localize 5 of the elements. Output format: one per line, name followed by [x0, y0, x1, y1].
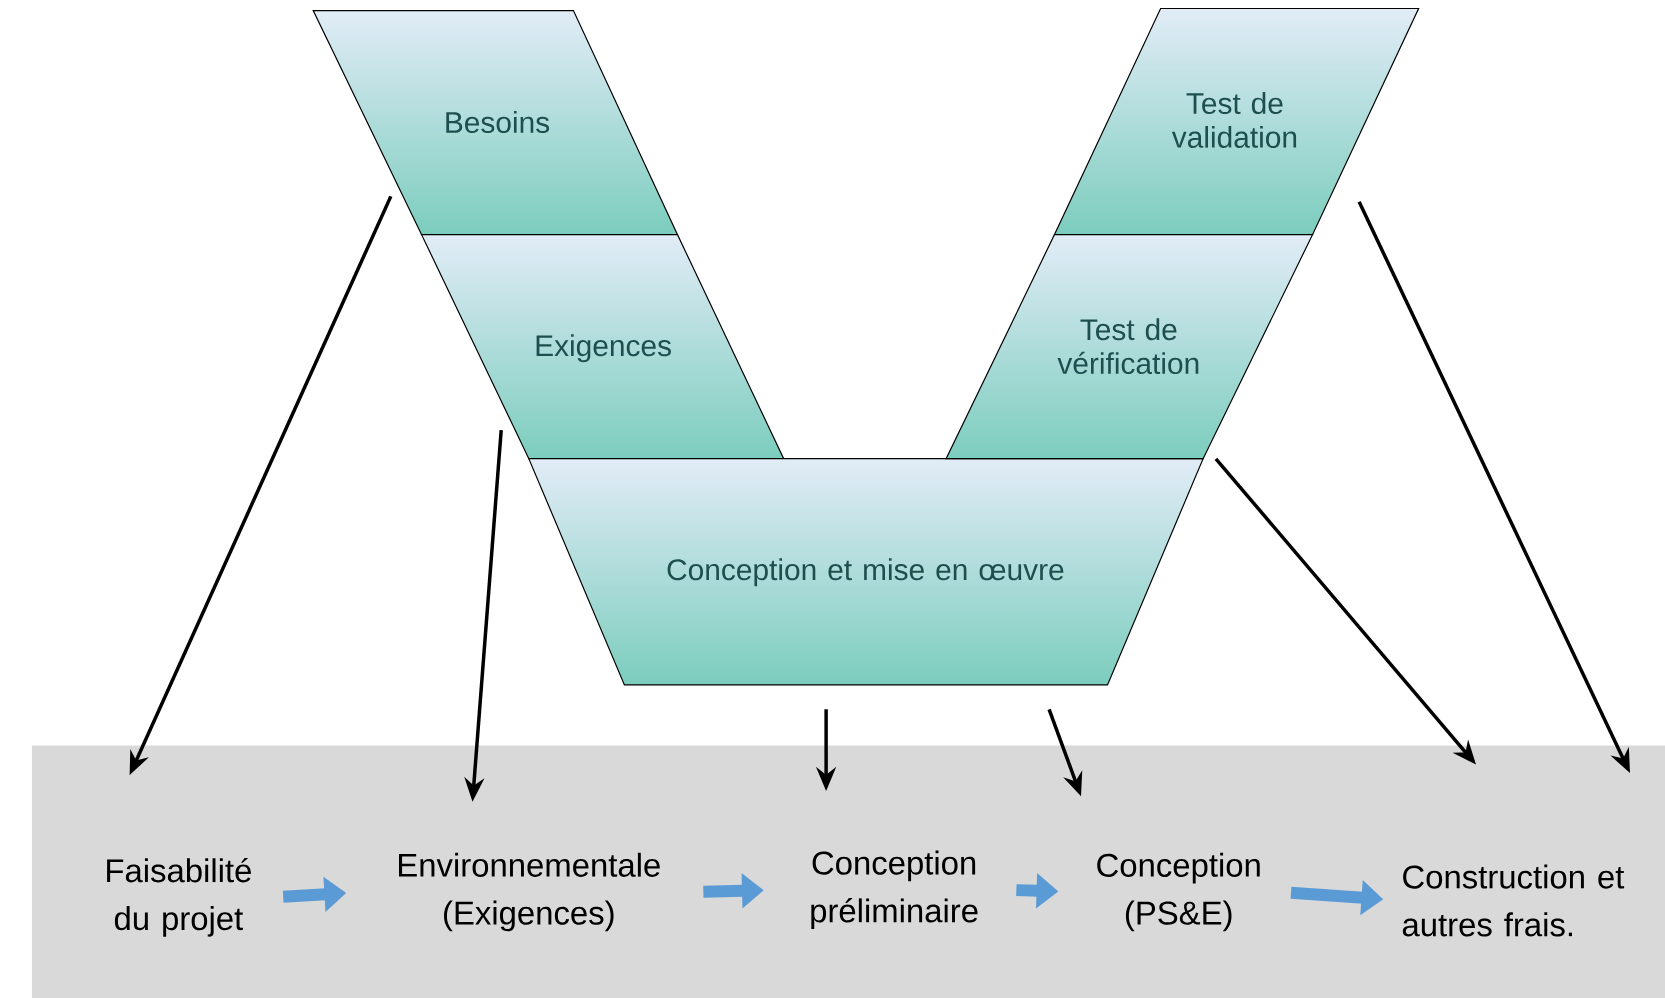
stage-label: Faisabilité du projet — [107, 857, 251, 937]
stage-label: Environnementale (Exigences) — [399, 852, 660, 932]
stage-label: Conception (PS&E) — [1097, 852, 1260, 932]
stage-label: Construction et autres frais. — [1402, 864, 1625, 937]
stage-label: Conception préliminaire — [811, 850, 978, 930]
